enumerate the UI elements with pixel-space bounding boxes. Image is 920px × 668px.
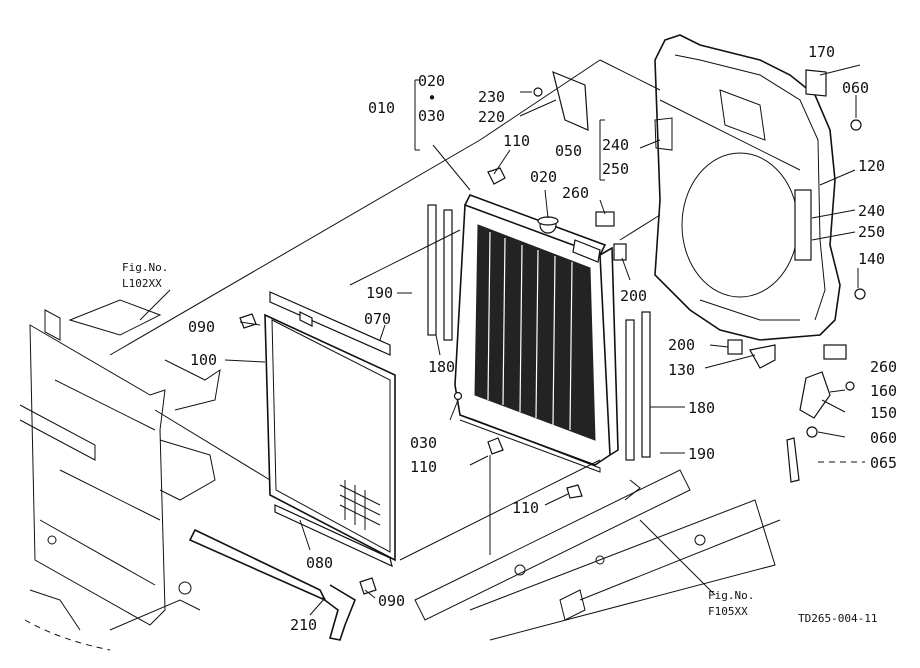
- label-050: 050: [555, 142, 582, 160]
- front-frame: [19, 299, 221, 651]
- label-230: 230: [478, 88, 505, 106]
- part-labels: 020 • 030 010 230 220 110 020 260 050 24…: [188, 43, 897, 634]
- label-210: 210: [290, 616, 317, 634]
- radiator: [454, 194, 619, 473]
- label-080: 080: [306, 554, 333, 572]
- label-130: 130: [668, 361, 695, 379]
- label-100: 100: [190, 351, 217, 369]
- label-020: 020: [418, 72, 445, 90]
- label-200: 200: [620, 287, 647, 305]
- side-seals: [427, 204, 651, 461]
- label-090: 090: [188, 318, 215, 336]
- label-030-lower: 030: [410, 434, 437, 452]
- label-065: 065: [870, 454, 897, 472]
- small-parts: [188, 69, 866, 641]
- figure-references: Fig.No. L102XX Fig.No. F105XX TD265-004-…: [122, 261, 877, 625]
- fig-ref-code-right: F105XX: [708, 605, 748, 618]
- label-180-right: 180: [688, 399, 715, 417]
- label-220: 220: [478, 108, 505, 126]
- label-250: 250: [602, 160, 629, 178]
- fig-ref-title-right: Fig.No.: [708, 589, 754, 602]
- label-250-right: 250: [858, 223, 885, 241]
- label-260-right: 260: [870, 358, 897, 376]
- grille-screen: [264, 291, 396, 568]
- fan-shroud: [654, 34, 841, 341]
- label-070: 070: [364, 310, 391, 328]
- fig-ref-title-left: Fig.No.: [122, 261, 168, 274]
- label-200-lower: 200: [668, 336, 695, 354]
- label-020-cap: 020: [530, 168, 557, 186]
- label-150: 150: [870, 404, 897, 422]
- label-170: 170: [808, 43, 835, 61]
- label-060-lower: 060: [870, 429, 897, 447]
- label-110-bottom: 110: [512, 499, 539, 517]
- label-190-right: 190: [688, 445, 715, 463]
- label-240-right: 240: [858, 202, 885, 220]
- label-110: 110: [503, 132, 530, 150]
- leader-lines: [109, 59, 865, 616]
- label-120: 120: [858, 157, 885, 175]
- label-090-bottom: 090: [378, 592, 405, 610]
- svg-text:•: •: [427, 89, 436, 107]
- label-180: 180: [428, 358, 455, 376]
- label-140: 140: [858, 250, 885, 268]
- fig-ref-code-left: L102XX: [122, 277, 162, 290]
- label-260: 260: [562, 184, 589, 202]
- label-060: 060: [842, 79, 869, 97]
- label-160: 160: [870, 382, 897, 400]
- drawing-code: TD265-004-11: [798, 612, 877, 625]
- label-110-lower: 110: [410, 458, 437, 476]
- label-190: 190: [366, 284, 393, 302]
- label-240: 240: [602, 136, 629, 154]
- label-030: 030: [418, 107, 445, 125]
- label-010: 010: [368, 99, 395, 117]
- lower-frame: [414, 469, 781, 641]
